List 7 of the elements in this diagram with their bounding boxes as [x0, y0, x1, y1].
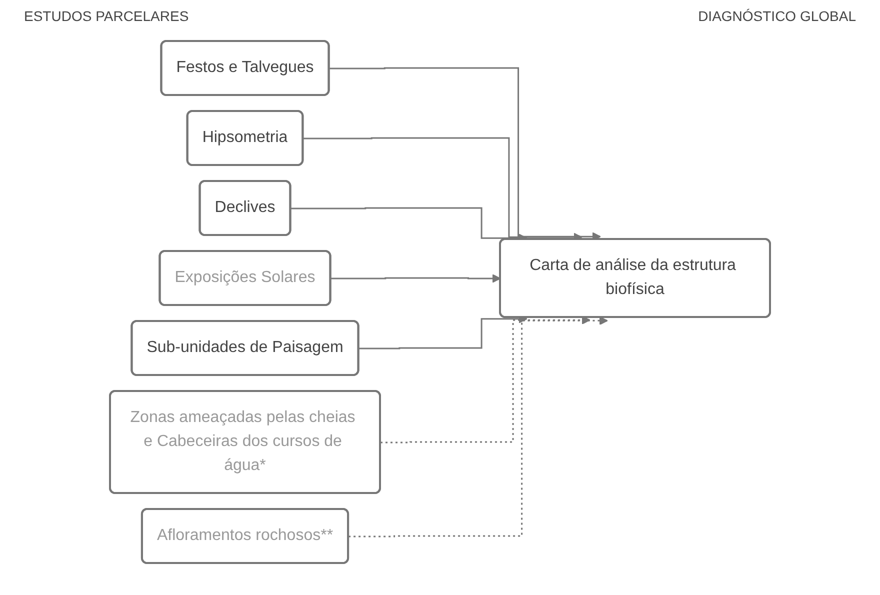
- node-text: Zonas ameaçadas pelas cheias e Cabeceiras dos cursos de água*: [130, 408, 356, 474]
- column-heading: DIAGNÓSTICO GLOBAL: [698, 8, 856, 24]
- arrow: [329, 66, 601, 240]
- arrow: [380, 315, 590, 443]
- arrow: [330, 274, 501, 282]
- column-heading: ESTUDOS PARCELARES: [24, 8, 189, 24]
- arrow: [348, 316, 608, 537]
